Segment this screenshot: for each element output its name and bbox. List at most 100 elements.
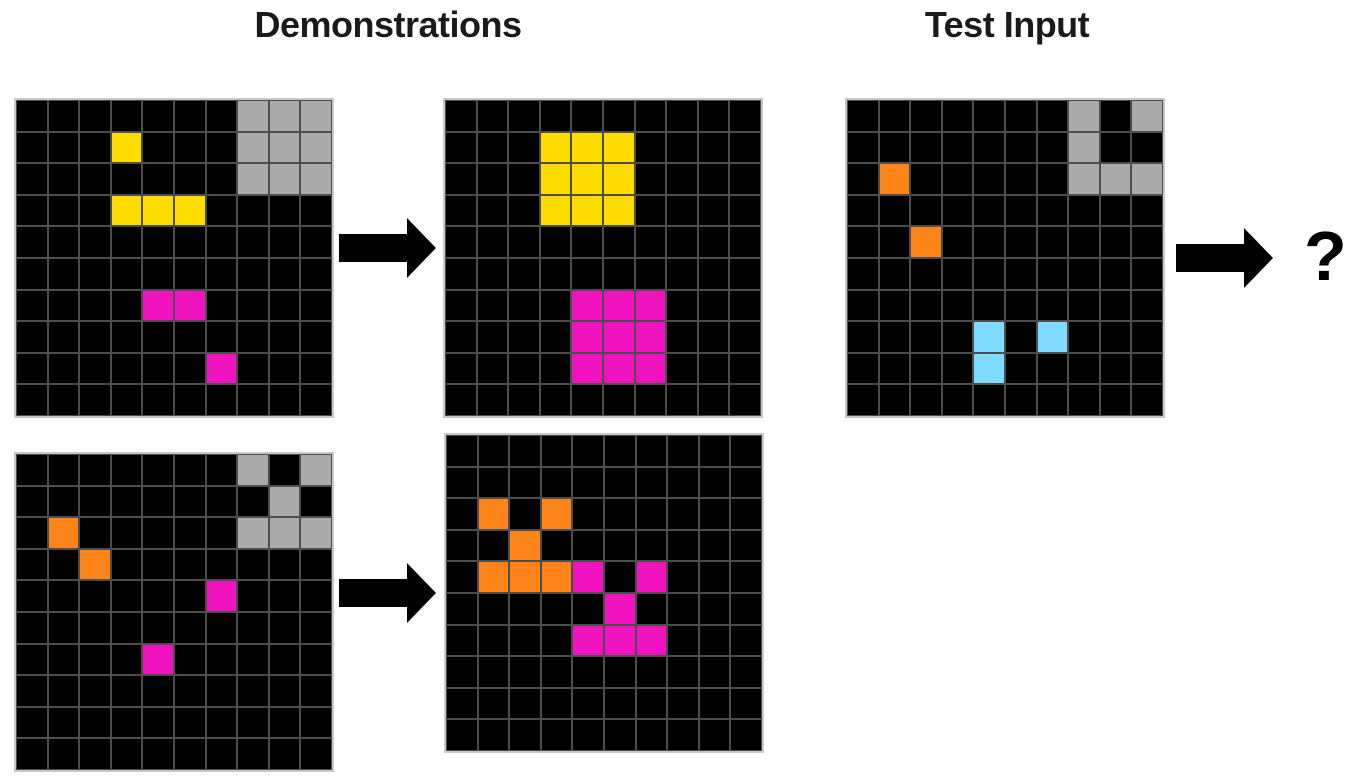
grid-cell-black-background: [206, 518, 237, 548]
grid-cell-black-background: [942, 101, 973, 131]
grid-cell-black-background: [636, 594, 667, 624]
grid-cell-black-background: [175, 613, 205, 643]
grid-cell-black-background: [911, 195, 941, 226]
grid-cell-orange: [541, 562, 572, 592]
grid-cell-black-background: [80, 259, 110, 289]
grid-cell-black-background: [605, 720, 635, 750]
grid-cell-black-background: [699, 625, 730, 656]
grid-cell-black-background: [974, 101, 1004, 131]
grid-cell-black-background: [206, 739, 237, 769]
grid-cell-black-background: [301, 195, 331, 226]
grid-cell-magenta: [143, 290, 173, 321]
grid-cell-gray: [1069, 164, 1099, 194]
grid-cell-black-background: [17, 486, 47, 517]
grid-cell-black-background: [143, 322, 173, 352]
grid-cell-black-background: [668, 530, 698, 561]
grid-cell-black-background: [206, 101, 237, 131]
grid-cell-black-background: [572, 101, 602, 131]
grid-cell-black-background: [848, 385, 878, 415]
grid-cell-black-background: [698, 227, 729, 257]
grid-cell-black-background: [698, 101, 729, 131]
grid-cell-black-background: [206, 132, 237, 163]
grid-cell-black-background: [573, 436, 603, 466]
grid-cell-magenta: [573, 562, 603, 592]
grid-cell-black-background: [446, 290, 476, 321]
grid-cell-black-background: [731, 688, 761, 719]
grid-cell-black-background: [48, 259, 79, 289]
grid-cell-black-background: [573, 499, 603, 529]
grid-cell-black-background: [175, 644, 205, 675]
grid-cell-black-background: [974, 195, 1004, 226]
grid-cell-black-background: [48, 164, 79, 194]
grid-cell-black-background: [541, 688, 572, 719]
grid-cell-black-background: [636, 499, 667, 529]
grid-cell-black-background: [446, 259, 476, 289]
grid-cell-orange: [48, 518, 79, 548]
grid-cell-black-background: [604, 101, 634, 131]
grid-cell-black-background: [175, 707, 205, 738]
grid-cell-black-background: [111, 676, 142, 706]
grid-cell-black-background: [509, 101, 539, 131]
grid-cell-black-background: [446, 164, 476, 194]
grid-cell-black-background: [446, 353, 476, 384]
grid-cell-black-background: [17, 259, 47, 289]
grid-cell-black-background: [699, 436, 730, 466]
grid-cell-gray: [269, 486, 300, 517]
grid-cell-black-background: [269, 676, 300, 706]
grid-cell-orange: [879, 164, 910, 194]
grid-cell-black-background: [446, 322, 476, 352]
grid-cell-black-background: [206, 385, 237, 415]
grid-cell-black-background: [541, 720, 572, 750]
grid-cell-black-background: [1006, 164, 1036, 194]
grid-cell-black-background: [698, 353, 729, 384]
grid-cell-black-background: [635, 164, 666, 194]
grid-cell-black-background: [911, 322, 941, 352]
grid-cell-black-background: [636, 467, 667, 498]
grid-cell-black-background: [1069, 353, 1099, 384]
grid-cell-black-background: [1037, 227, 1068, 257]
grid-cell-gray: [238, 101, 268, 131]
grid-cell-black-background: [206, 455, 237, 485]
grid-cell-black-background: [974, 164, 1004, 194]
grid-cell-black-background: [175, 227, 205, 257]
grid-cell-black-background: [48, 549, 79, 580]
grid-cell-black-background: [238, 486, 268, 517]
grid-cell-black-background: [175, 486, 205, 517]
grid-cell-black-background: [269, 385, 300, 415]
grid-cell-black-background: [111, 385, 142, 415]
grid-cell-black-background: [143, 101, 173, 131]
grid-cell-black-background: [17, 581, 47, 611]
grid-cell-black-background: [143, 385, 173, 415]
grid-cell-black-background: [540, 227, 571, 257]
grid-cell-black-background: [1069, 290, 1099, 321]
grid-cell-black-background: [175, 549, 205, 580]
grid-cell-black-background: [238, 581, 268, 611]
grid-cell-black-background: [446, 195, 476, 226]
grid-cell-black-background: [269, 195, 300, 226]
grid-cell-black-background: [879, 259, 910, 289]
grid-cell-black-background: [238, 644, 268, 675]
grid-cell-black-background: [206, 195, 237, 226]
grid-cell-black-background: [699, 594, 730, 624]
grid-cell-black-background: [143, 676, 173, 706]
grid-cell-black-background: [206, 259, 237, 289]
grid-cell-black-background: [1006, 322, 1036, 352]
grid-cell-black-background: [478, 530, 509, 561]
grid-cell-yellow: [572, 132, 602, 163]
grid-cell-magenta: [636, 562, 667, 592]
grid-cell-black-background: [1006, 353, 1036, 384]
grid-cell-black-background: [731, 499, 761, 529]
grid-cell-black-background: [911, 353, 941, 384]
grid-cell-black-background: [269, 227, 300, 257]
grid-cell-black-background: [731, 657, 761, 687]
grid-cell-black-background: [1100, 227, 1131, 257]
grid-cell-black-background: [572, 385, 602, 415]
grid-cell-black-background: [301, 549, 331, 580]
grid-cell-black-background: [1037, 195, 1068, 226]
grid-cell-black-background: [143, 227, 173, 257]
grid-cell-magenta: [206, 581, 237, 611]
grid-cell-black-background: [48, 707, 79, 738]
grid-cell-black-background: [730, 322, 760, 352]
grid-cell-black-background: [605, 562, 635, 592]
